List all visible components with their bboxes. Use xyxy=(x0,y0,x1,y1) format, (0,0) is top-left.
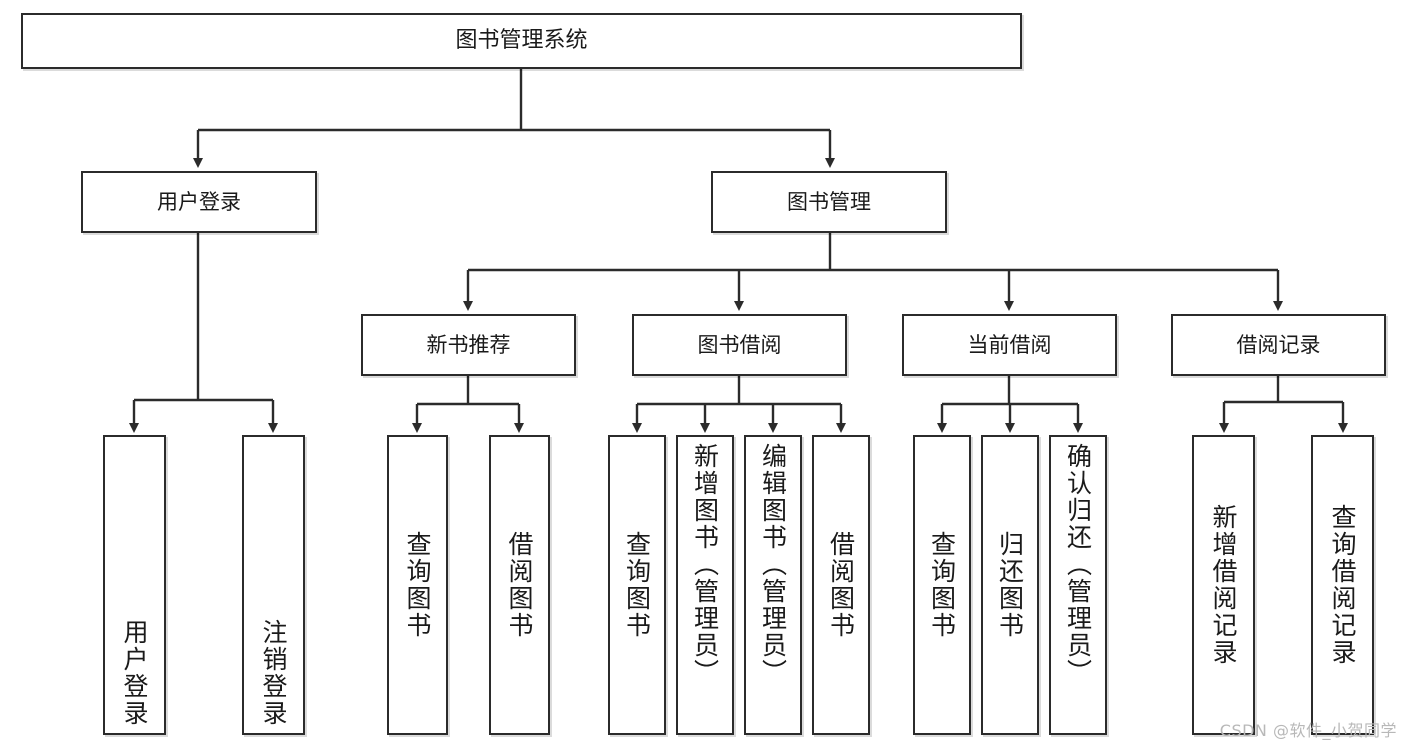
node-borrow-records-label: 借阅记录 xyxy=(1236,332,1321,357)
watermark: CSDN @软件_小贺同学 xyxy=(1219,721,1397,740)
node-root[interactable]: 图书管理系统 xyxy=(21,13,1022,69)
leaf-current-return-book-label: 归还图书 xyxy=(995,531,1025,639)
leaf-current-query-book[interactable]: 查询图书 xyxy=(913,435,971,735)
node-current-borrow[interactable]: 当前借阅 xyxy=(902,314,1117,376)
leaf-newbook-query-book-label: 查询图书 xyxy=(403,531,432,639)
node-user-login[interactable]: 用户登录 xyxy=(81,171,317,233)
leaf-borrow-edit-book-admin[interactable]: 编辑图书（管理员） xyxy=(744,435,802,735)
node-book-management-label: 图书管理 xyxy=(787,189,871,214)
leaf-borrow-add-book-admin-label: 新增图书（管理员） xyxy=(690,443,720,686)
leaf-records-add-record[interactable]: 新增借阅记录 xyxy=(1192,435,1255,735)
leaf-newbook-query-book[interactable]: 查询图书 xyxy=(387,435,448,735)
leaf-records-add-record-label: 新增借阅记录 xyxy=(1209,504,1238,666)
node-book-borrow[interactable]: 图书借阅 xyxy=(632,314,847,376)
leaf-user-login[interactable]: 用户登录 xyxy=(103,435,166,735)
leaf-current-confirm-return-admin[interactable]: 确认归还（管理员） xyxy=(1049,435,1107,735)
node-root-label: 图书管理系统 xyxy=(455,28,588,54)
leaf-newbook-borrow-book-label: 借阅图书 xyxy=(505,531,534,639)
leaf-records-query-record-label: 查询借阅记录 xyxy=(1328,504,1357,666)
leaf-user-login-label: 用户登录 xyxy=(120,619,149,727)
leaf-borrow-borrow-book[interactable]: 借阅图书 xyxy=(812,435,870,735)
node-book-management[interactable]: 图书管理 xyxy=(711,171,947,233)
node-user-login-label: 用户登录 xyxy=(157,189,241,214)
node-new-book-recommend-label: 新书推荐 xyxy=(426,332,511,357)
node-new-book-recommend[interactable]: 新书推荐 xyxy=(361,314,576,376)
node-book-borrow-label: 图书借阅 xyxy=(697,332,782,357)
leaf-current-confirm-return-admin-label: 确认归还（管理员） xyxy=(1063,443,1093,686)
leaf-borrow-borrow-book-label: 借阅图书 xyxy=(826,531,856,639)
leaf-logout[interactable]: 注销登录 xyxy=(242,435,305,735)
leaf-current-return-book[interactable]: 归还图书 xyxy=(981,435,1039,735)
leaf-current-query-book-label: 查询图书 xyxy=(927,531,957,639)
leaf-borrow-edit-book-admin-label: 编辑图书（管理员） xyxy=(758,443,788,686)
leaf-logout-label: 注销登录 xyxy=(259,619,288,727)
leaf-newbook-borrow-book[interactable]: 借阅图书 xyxy=(489,435,550,735)
node-current-borrow-label: 当前借阅 xyxy=(967,332,1052,357)
leaf-borrow-query-book-label: 查询图书 xyxy=(622,531,652,639)
leaf-borrow-add-book-admin[interactable]: 新增图书（管理员） xyxy=(676,435,734,735)
leaf-borrow-query-book[interactable]: 查询图书 xyxy=(608,435,666,735)
leaf-records-query-record[interactable]: 查询借阅记录 xyxy=(1311,435,1374,735)
node-borrow-records[interactable]: 借阅记录 xyxy=(1171,314,1386,376)
